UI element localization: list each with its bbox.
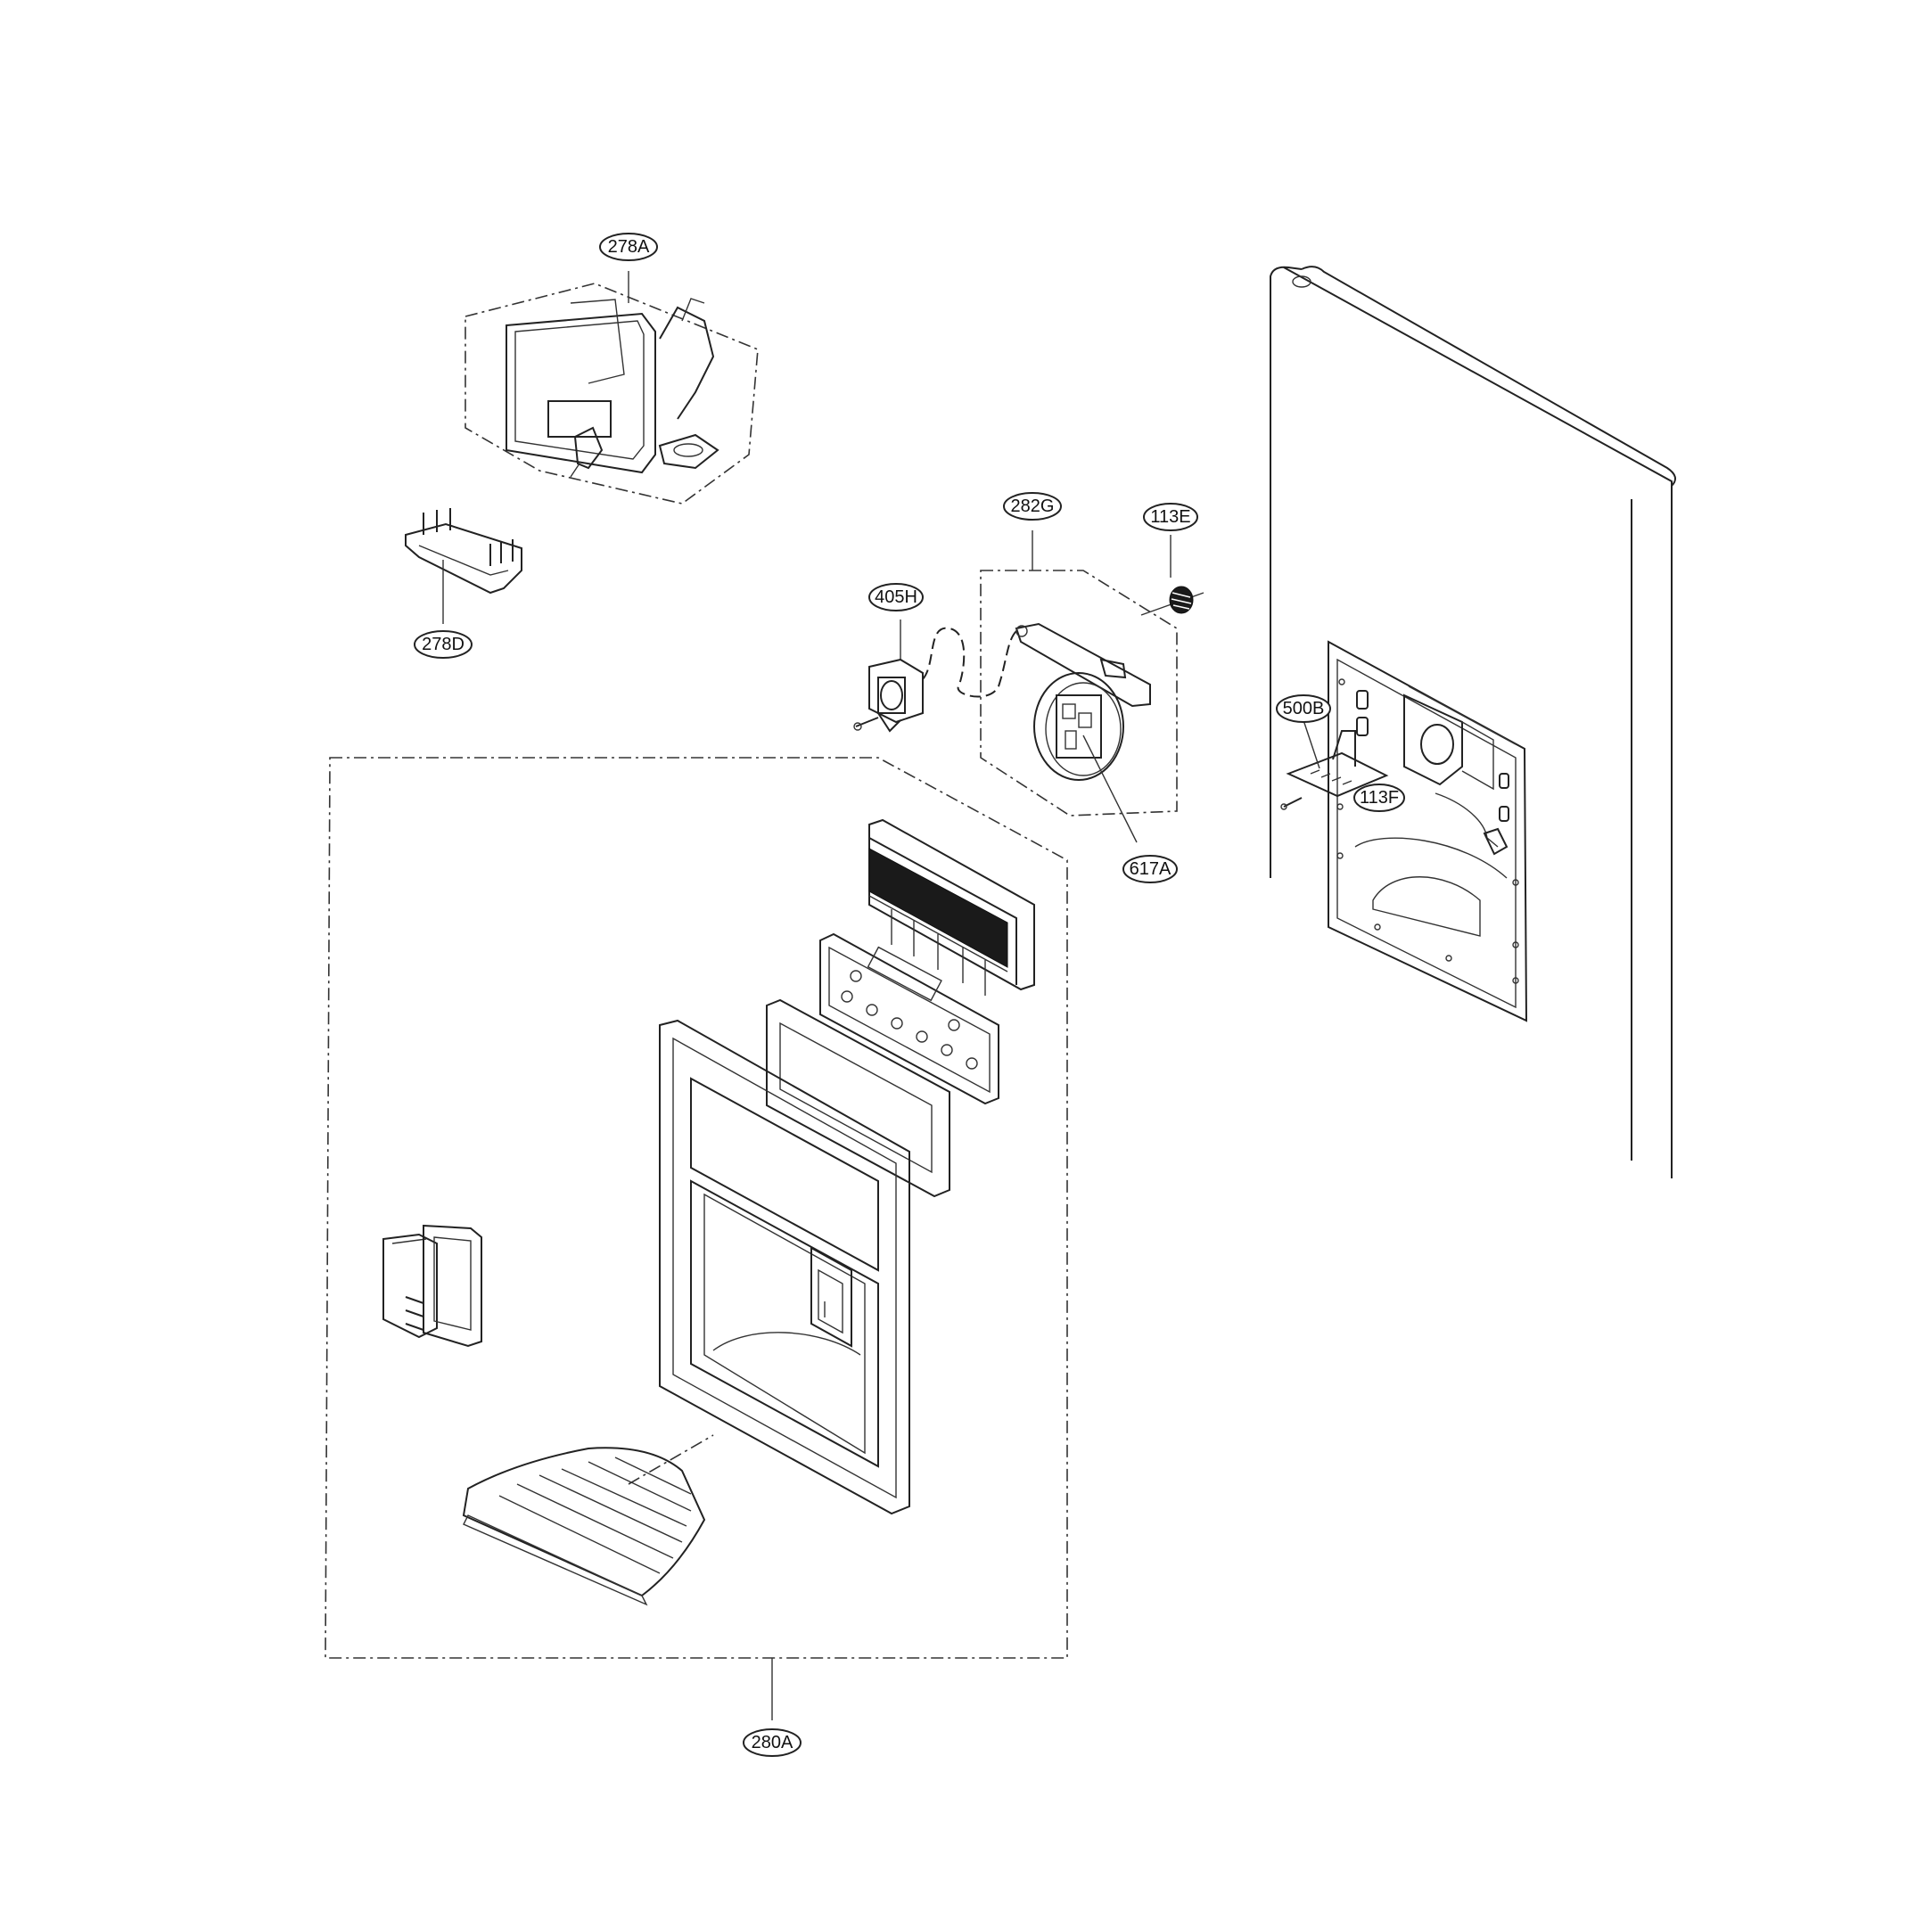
callout-113E: 113E bbox=[1143, 503, 1198, 531]
callout-278D: 278D bbox=[414, 630, 473, 659]
svg-text:280A: 280A bbox=[752, 1733, 793, 1752]
callout-405H: 405H bbox=[868, 583, 924, 611]
svg-text:282G: 282G bbox=[1011, 496, 1055, 516]
svg-text:113E: 113E bbox=[1150, 507, 1190, 527]
spring-part bbox=[1140, 535, 1204, 616]
svg-text:278D: 278D bbox=[422, 635, 465, 654]
ice-door-damper-group bbox=[980, 530, 1178, 843]
callout-280A: 280A bbox=[743, 1728, 802, 1757]
svg-text:500B: 500B bbox=[1283, 699, 1325, 718]
ice-chute-housing-group bbox=[465, 271, 759, 505]
callout-113F: 113F bbox=[1353, 784, 1405, 812]
callout-617A: 617A bbox=[1122, 855, 1178, 883]
svg-text:617A: 617A bbox=[1130, 859, 1172, 879]
callout-282G: 282G bbox=[1003, 492, 1062, 521]
callout-278A: 278A bbox=[599, 233, 658, 261]
ice-chute-bracket bbox=[405, 508, 522, 624]
svg-text:405H: 405H bbox=[875, 587, 917, 607]
callout-500B: 500B bbox=[1276, 694, 1331, 723]
dispenser-cover-group bbox=[325, 757, 1068, 1720]
svg-text:113F: 113F bbox=[1360, 788, 1399, 808]
solenoid-assembly bbox=[853, 620, 1022, 733]
svg-text:278A: 278A bbox=[608, 237, 650, 257]
refrigerator-door bbox=[1270, 266, 1676, 1178]
